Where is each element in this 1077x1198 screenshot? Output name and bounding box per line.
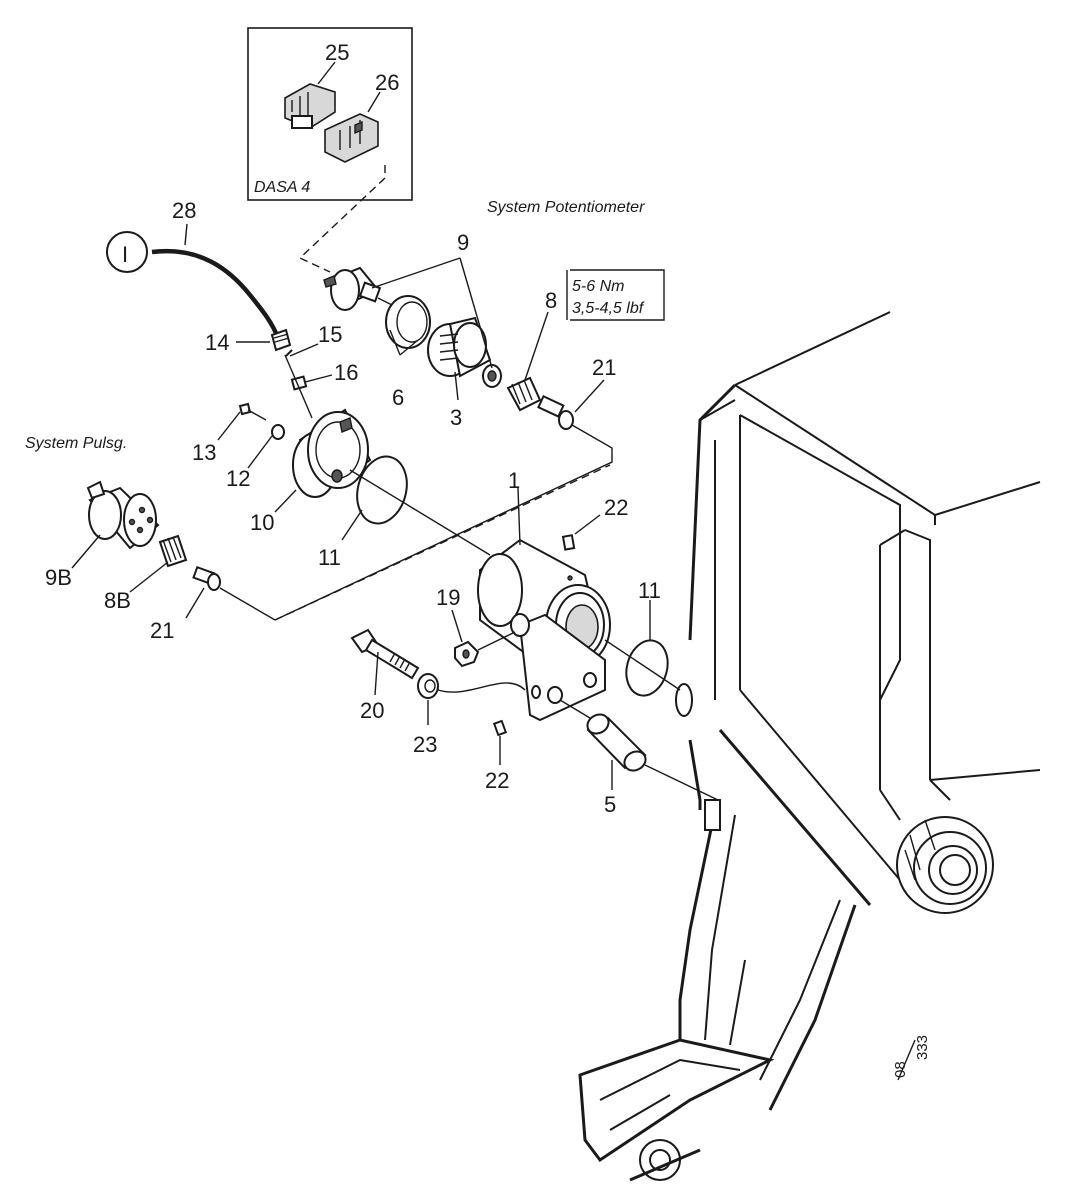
screw-13 (238, 402, 267, 421)
potentiometer-9 (323, 266, 382, 311)
callout-numbers: 25 26 28 9 8 21 14 15 16 6 3 13 12 10 11… (45, 40, 661, 817)
plunger-21-top (537, 395, 574, 430)
callout-15: 15 (318, 322, 342, 347)
circle-marker-text: I (122, 242, 128, 267)
connector-26 (324, 113, 379, 163)
system-pulsg-note: System Pulsg. (25, 435, 127, 452)
spring-8B (158, 534, 188, 568)
callout-16: 16 (334, 360, 358, 385)
drawing-number-slash (897, 1039, 916, 1081)
callout-26: 26 (375, 70, 399, 95)
plunger-21-left (192, 565, 221, 591)
leader-lines (71, 223, 651, 790)
dasa-dashed-link (298, 165, 386, 273)
machine-frame (578, 311, 1041, 1182)
callout-14: 14 (205, 330, 229, 355)
callout-25: 25 (325, 40, 349, 65)
pulsg-dashed-link (274, 464, 611, 621)
torque-line-1: 5-6 Nm (572, 278, 624, 295)
callout-8: 8 (545, 288, 557, 313)
seal-15 (285, 349, 293, 357)
washer-9 (482, 364, 502, 388)
spring-8 (506, 376, 542, 412)
callout-22-top: 22 (604, 495, 628, 520)
callout-3: 3 (450, 405, 462, 430)
callout-5: 5 (604, 792, 616, 817)
torque-line-2: 3,5-4,5 lbf (572, 300, 645, 317)
callout-9B: 9B (45, 565, 72, 590)
o-ring-11-right (625, 639, 669, 697)
grub-screw-22-bottom (492, 719, 508, 737)
drawing-number: 08 333 (892, 1035, 931, 1078)
callout-11-left: 11 (318, 545, 341, 570)
washer-12 (271, 424, 285, 440)
callout-22-bottom: 22 (485, 768, 509, 793)
callout-23: 23 (413, 732, 437, 757)
pulse-generator-9B (86, 480, 160, 550)
callout-12: 12 (226, 466, 250, 491)
callout-21-top: 21 (592, 355, 616, 380)
callout-6: 6 (392, 385, 404, 410)
housing-1 (477, 538, 611, 722)
callout-10: 10 (250, 510, 274, 535)
callout-20: 20 (360, 698, 384, 723)
system-potentiometer-note: System Potentiometer (487, 199, 645, 216)
nut-19 (454, 640, 480, 668)
callout-19: 19 (436, 585, 460, 610)
grub-screw-22-top (561, 534, 576, 551)
torque-spec-box: 5-6 Nm 3,5-4,5 lbf (566, 269, 665, 321)
washer-23 (417, 673, 439, 699)
cap-10 (292, 408, 372, 498)
connector-25 (284, 83, 336, 129)
ring-6 (385, 295, 431, 349)
o-ring-11-left (356, 455, 408, 525)
callout-11-right: 11 (638, 578, 661, 603)
callout-1: 1 (508, 468, 520, 493)
callout-21-left: 21 (150, 618, 174, 643)
callout-28: 28 (172, 198, 196, 223)
callout-13: 13 (192, 440, 216, 465)
grommet-14 (270, 328, 292, 352)
drawing-number-bottom: 333 (914, 1035, 931, 1060)
bushing-5 (586, 713, 647, 772)
bolt-20 (350, 628, 420, 680)
dasa-label: DASA 4 (254, 179, 310, 196)
callout-9: 9 (457, 230, 469, 255)
cable-28: I (106, 231, 281, 339)
callout-8B: 8B (104, 588, 131, 613)
dasa-inset-box: DASA 4 (247, 27, 413, 201)
